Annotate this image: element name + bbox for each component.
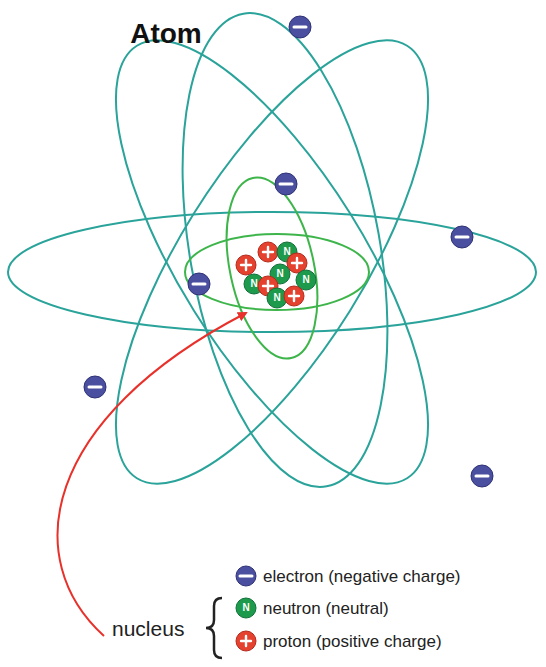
neutron-letter: N bbox=[299, 275, 313, 285]
legend-text: electron (negative charge) bbox=[263, 568, 461, 585]
diagram-title: Atom bbox=[130, 20, 202, 48]
nucleus-bracket bbox=[206, 598, 222, 658]
legend-text: neutron (neutral) bbox=[263, 600, 389, 617]
neutron-letter: N bbox=[247, 279, 261, 289]
nucleus-leader bbox=[58, 313, 246, 636]
nucleus-label: nucleus bbox=[112, 618, 184, 639]
legend-text: proton (positive charge) bbox=[263, 633, 442, 650]
neutron-letter: N bbox=[273, 269, 287, 279]
neutron-letter: N bbox=[270, 293, 284, 303]
legend-icons bbox=[236, 566, 256, 651]
electrons bbox=[84, 16, 493, 487]
electron-orbits bbox=[8, 0, 536, 527]
neutron-letter: N bbox=[280, 247, 294, 257]
nucleus-particles bbox=[236, 242, 316, 308]
inner-orbits bbox=[185, 169, 369, 366]
neutron-letter: N bbox=[239, 603, 253, 613]
